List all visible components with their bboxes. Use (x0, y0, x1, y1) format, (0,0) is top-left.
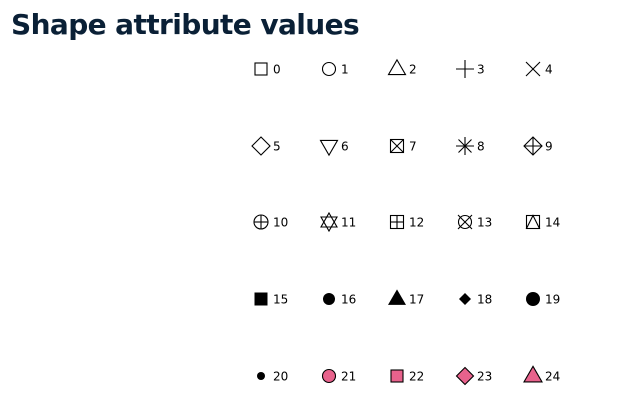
shape-9-icon (523, 136, 543, 156)
shape-2-label: 2 (409, 63, 417, 77)
shape-7-icon (389, 138, 405, 154)
shape-6-icon (319, 139, 339, 157)
shape-15-label: 15 (273, 293, 288, 307)
shape-13-label: 13 (477, 216, 492, 230)
shape-4-icon (525, 61, 541, 77)
shape-8-icon (456, 137, 474, 155)
shape-23-icon (455, 366, 475, 386)
shape-11-label: 11 (341, 216, 356, 230)
shape-item-8: 8 (456, 137, 485, 155)
shape-1-label: 1 (341, 63, 349, 77)
shape-item-20: 20 (257, 370, 288, 384)
shape-item-16: 16 (323, 293, 356, 307)
shape-20-label: 20 (273, 370, 288, 384)
shape-24-icon (523, 365, 543, 383)
shape-25-label: 25 (273, 0, 288, 3)
shape-item-18: 18 (459, 293, 492, 307)
shape-item-6: 6 (319, 139, 349, 157)
shape-1-icon (321, 61, 337, 77)
shape-item-2: 2 (387, 58, 417, 77)
shape-8-label: 8 (477, 140, 485, 154)
shape-22-icon (390, 369, 404, 383)
shape-item-7: 7 (389, 138, 417, 154)
shape-18-label: 18 (477, 293, 492, 307)
shape-17-icon (388, 289, 406, 305)
shape-10-label: 10 (273, 216, 288, 230)
shape-item-23: 23 (455, 366, 492, 386)
shape-12-label: 12 (409, 216, 424, 230)
shape-15-icon (254, 292, 268, 306)
shape-item-3: 3 (456, 60, 485, 78)
shape-23-label: 23 (477, 370, 492, 384)
shape-item-1: 1 (321, 61, 349, 77)
shape-24-label: 24 (545, 370, 560, 384)
shape-20-icon (257, 372, 265, 380)
shape-item-15: 15 (254, 292, 288, 307)
shape-item-14: 14 (525, 214, 560, 230)
shape-item-0: 0 (254, 62, 281, 77)
shape-14-label: 14 (545, 216, 560, 230)
shape-0-icon (254, 62, 268, 76)
shape-item-17: 17 (388, 289, 424, 307)
shape-5-icon (251, 136, 271, 156)
shape-item-10: 10 (253, 214, 288, 230)
shape-item-19: 19 (526, 292, 560, 307)
shape-item-24: 24 (523, 365, 560, 384)
shape-item-12: 12 (389, 214, 424, 230)
shape-9-label: 9 (545, 140, 553, 154)
shape-18-icon (459, 293, 471, 305)
shape-item-13: 13 (457, 214, 492, 230)
shape-16-label: 16 (341, 293, 356, 307)
shape-7-label: 7 (409, 140, 417, 154)
shape-10-icon (253, 214, 269, 230)
shape-21-label: 21 (341, 370, 356, 384)
shape-19-icon (526, 292, 540, 306)
shape-11-icon (320, 211, 338, 233)
shape-22-label: 22 (409, 370, 424, 384)
shape-14-icon (525, 214, 541, 230)
shape-16-icon (323, 293, 335, 305)
shape-6-label: 6 (341, 140, 349, 154)
shape-item-11: 11 (320, 211, 356, 233)
shape-item-4: 4 (525, 61, 553, 77)
shape-item-25: 25 (273, 0, 288, 3)
shape-21-icon (321, 368, 337, 384)
shape-item-9: 9 (523, 136, 553, 156)
shape-3-label: 3 (477, 63, 485, 77)
shape-item-22: 22 (390, 369, 424, 384)
shape-4-label: 4 (545, 63, 553, 77)
shape-17-label: 17 (409, 293, 424, 307)
shape-2-icon (387, 58, 407, 76)
shape-5-label: 5 (273, 140, 281, 154)
shape-3-icon (456, 60, 474, 78)
shape-0-label: 0 (273, 63, 281, 77)
shape-12-icon (389, 214, 405, 230)
shape-13-icon (457, 214, 473, 230)
shape-item-21: 21 (321, 368, 356, 384)
shape-item-5: 5 (251, 136, 281, 156)
page-title: Shape attribute values (11, 8, 360, 41)
shape-19-label: 19 (545, 293, 560, 307)
